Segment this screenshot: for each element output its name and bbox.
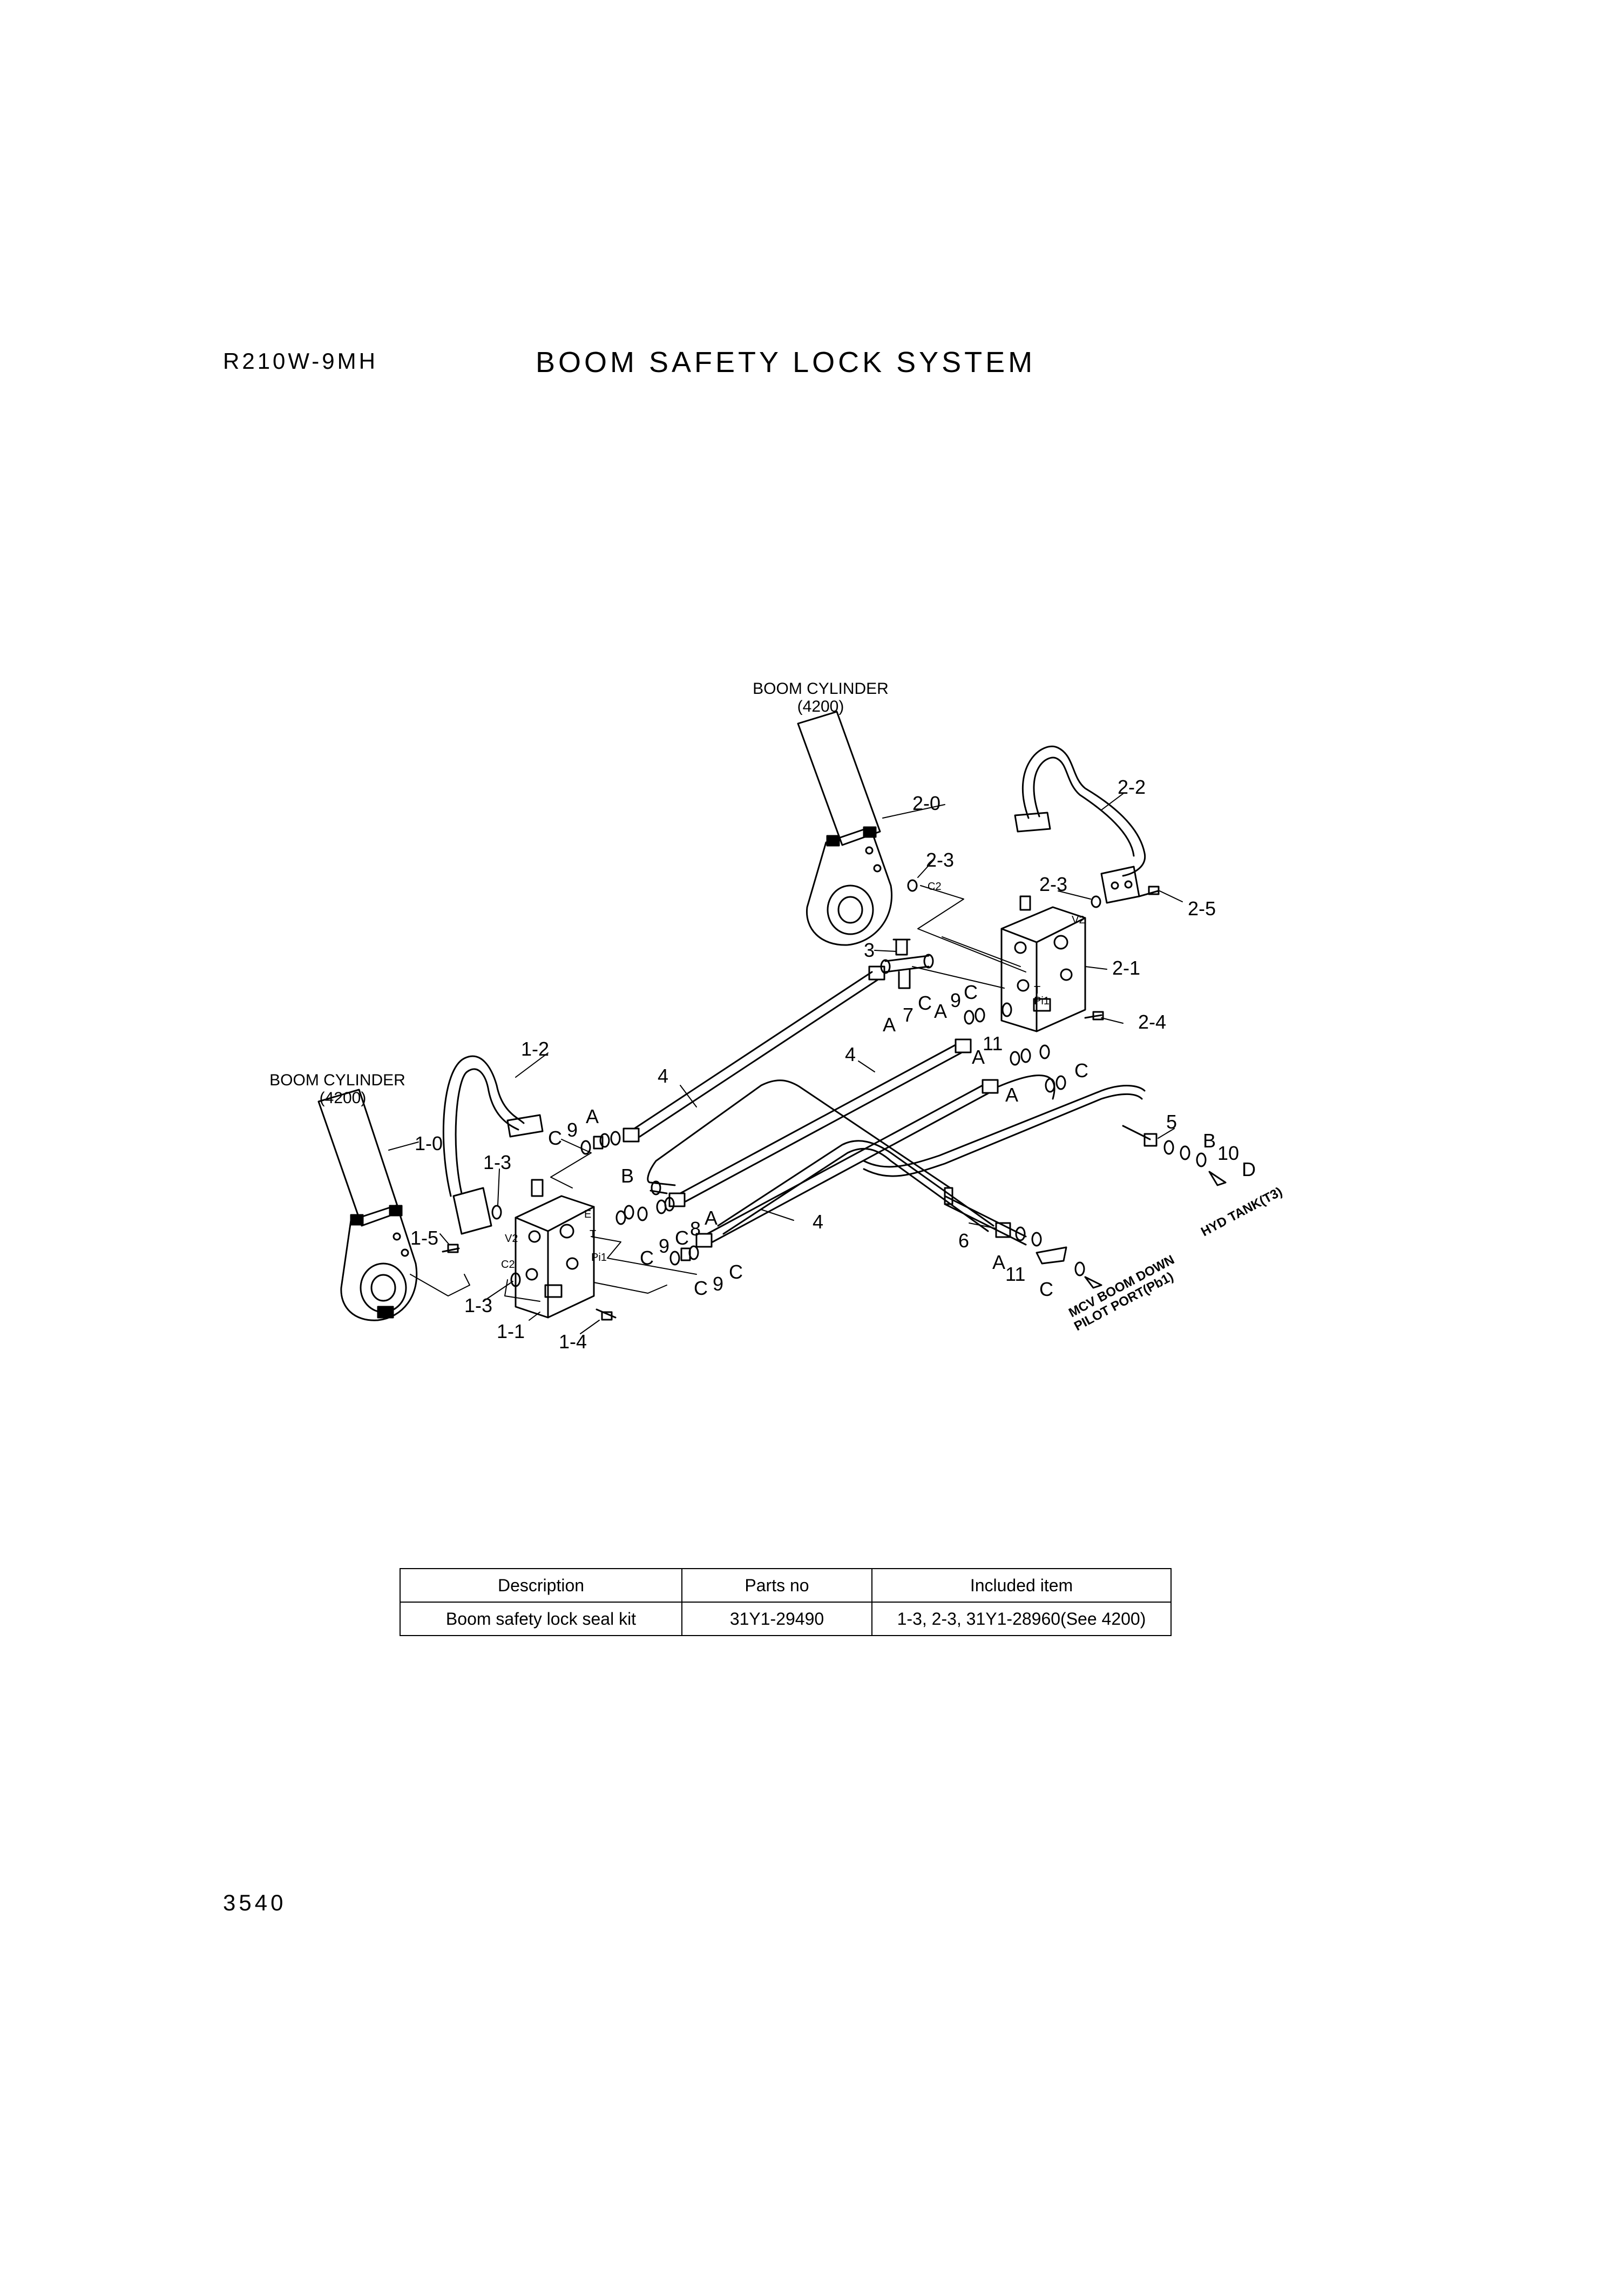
hose-4-lower bbox=[695, 1075, 1055, 1248]
column-header-parts-no: Parts no bbox=[681, 1568, 872, 1603]
left-boom-cylinder bbox=[317, 1089, 418, 1321]
parts-table: Description Parts no Included item Boom … bbox=[400, 1568, 1172, 1636]
callout-2-2: 2-2 bbox=[1118, 776, 1146, 798]
cell-description: Boom safety lock seal kit bbox=[400, 1602, 682, 1636]
callout-1-3-upper: 1-3 bbox=[483, 1151, 511, 1173]
callout-B-1: B bbox=[1203, 1130, 1216, 1152]
callout-C-9: C bbox=[1039, 1278, 1053, 1300]
top-cylinder-ref: (4200) bbox=[797, 698, 844, 715]
hose-5 bbox=[1122, 1125, 1227, 1186]
callout-B-2: B bbox=[621, 1165, 634, 1187]
callout-C-2: C bbox=[964, 981, 978, 1003]
callout-A-4: A bbox=[1005, 1084, 1018, 1106]
top-safety-valve bbox=[1000, 895, 1086, 1032]
callout-2-1: 2-1 bbox=[1112, 957, 1140, 979]
port-v2-left: V2 bbox=[505, 1233, 518, 1245]
callout-9-mid: 9 bbox=[659, 1235, 669, 1257]
callout-2-3-top: 2-3 bbox=[926, 849, 954, 871]
callout-6: 6 bbox=[958, 1230, 969, 1252]
parts-table-header: Description Parts no Included item bbox=[400, 1568, 1172, 1603]
callout-2-3-right: 2-3 bbox=[1039, 873, 1067, 895]
callout-5: 5 bbox=[1166, 1111, 1177, 1133]
port-v2-top: V2 bbox=[1072, 914, 1085, 926]
callout-11-bottom: 11 bbox=[1005, 1263, 1025, 1285]
cell-parts-no: 31Y1-29490 bbox=[681, 1602, 872, 1636]
callout-2-0: 2-0 bbox=[912, 792, 940, 814]
callout-D: D bbox=[1242, 1158, 1256, 1180]
callout-C-8: C bbox=[694, 1277, 708, 1299]
callout-1-1: 1-1 bbox=[497, 1320, 525, 1342]
callout-1-0: 1-0 bbox=[415, 1132, 443, 1154]
callout-3: 3 bbox=[864, 939, 875, 961]
callout-11-top: 11 bbox=[983, 1032, 1003, 1055]
callout-4-middle: 4 bbox=[845, 1043, 856, 1065]
callout-A-5: A bbox=[586, 1105, 599, 1127]
tee-fitting bbox=[880, 938, 934, 989]
table-row: Boom safety lock seal kit 31Y1-29490 1-3… bbox=[400, 1602, 1172, 1636]
left-cylinder-name: BOOM CYLINDER bbox=[269, 1071, 405, 1089]
port-pi1-top: Pi1 bbox=[1034, 995, 1050, 1007]
callout-1-2: 1-2 bbox=[521, 1038, 549, 1060]
hose-4-middle bbox=[647, 1038, 972, 1207]
callout-1-3-lower: 1-3 bbox=[464, 1294, 492, 1316]
top-boom-cylinder bbox=[797, 711, 892, 946]
model-code: R210W-9MH bbox=[223, 348, 378, 374]
callout-9-left: 9 bbox=[567, 1119, 578, 1141]
callout-1-4: 1-4 bbox=[559, 1330, 587, 1353]
port-c2-left: C2 bbox=[501, 1259, 515, 1271]
callout-C-7: C bbox=[729, 1261, 743, 1283]
hose-4-upper bbox=[610, 965, 885, 1146]
callout-A-6: A bbox=[705, 1207, 718, 1229]
callout-2-4: 2-4 bbox=[1138, 1011, 1166, 1033]
column-header-included-item: Included item bbox=[871, 1568, 1172, 1603]
callout-10: 10 bbox=[1217, 1142, 1239, 1164]
port-pi1-left: Pi1 bbox=[591, 1252, 607, 1264]
callout-4-upper: 4 bbox=[658, 1065, 668, 1087]
callout-C-6: C bbox=[640, 1247, 654, 1269]
left-cylinder-ref: (4200) bbox=[320, 1089, 367, 1107]
top-cylinder-name: BOOM CYLINDER bbox=[753, 680, 889, 698]
callout-7: 7 bbox=[903, 1004, 914, 1026]
port-c2-top: C2 bbox=[928, 881, 942, 893]
hose-6 bbox=[995, 1222, 1102, 1289]
callout-C-4: C bbox=[548, 1127, 562, 1149]
pipe-2-2 bbox=[1014, 745, 1146, 904]
callout-A-3: A bbox=[972, 1046, 985, 1068]
tube-lines-lower bbox=[717, 1085, 1146, 1246]
callout-C-3: C bbox=[1074, 1059, 1088, 1082]
callout-C-1: C bbox=[918, 992, 932, 1014]
callout-1-5: 1-5 bbox=[410, 1227, 438, 1249]
callout-A-1: A bbox=[883, 1014, 896, 1036]
callout-8: 8 bbox=[690, 1218, 701, 1240]
page-title: BOOM SAFETY LOCK SYSTEM bbox=[536, 346, 1036, 379]
callout-9-top: 9 bbox=[950, 989, 961, 1011]
port-e-left: E bbox=[584, 1208, 591, 1220]
left-safety-valve bbox=[515, 1179, 595, 1319]
port-t-left: T bbox=[590, 1228, 596, 1240]
callout-4-lower: 4 bbox=[813, 1211, 823, 1233]
port-t-top: T bbox=[1034, 984, 1040, 996]
callout-C-5: C bbox=[675, 1227, 689, 1249]
note-hyd-tank: HYD TANK(T3) bbox=[1199, 1184, 1284, 1239]
pipe-1-2 bbox=[442, 1055, 544, 1235]
callout-2-5: 2-5 bbox=[1188, 897, 1216, 920]
callout-A-2: A bbox=[934, 1000, 947, 1022]
cell-included-item: 1-3, 2-3, 31Y1-28960(See 4200) bbox=[871, 1602, 1172, 1636]
callout-A-7: A bbox=[992, 1251, 1005, 1273]
page-number: 3540 bbox=[223, 1890, 287, 1915]
callout-9-lower: 9 bbox=[713, 1273, 723, 1295]
column-header-description: Description bbox=[400, 1568, 682, 1603]
